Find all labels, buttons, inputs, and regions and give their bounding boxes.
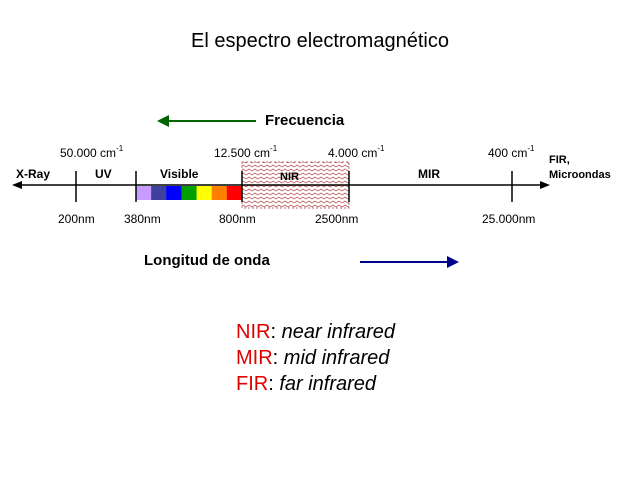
frequency-label: Frecuencia — [265, 112, 345, 129]
visible-color-segment — [151, 186, 167, 200]
legend-fir: FIR: far infrared — [236, 373, 377, 395]
wavelength-2500nm: 2500nm — [315, 212, 359, 226]
frequency-arrow-head — [157, 115, 169, 127]
wavenumber-400: 400 cm-1 — [488, 144, 535, 160]
axis-arrow-right — [540, 181, 550, 189]
page-title: El espectro electromagnético — [191, 30, 449, 52]
wavenumber-4000: 4.000 cm-1 — [328, 144, 385, 160]
region-label-visible: Visible — [160, 167, 199, 181]
visible-color-segment — [181, 186, 198, 200]
wavelength-800nm: 800nm — [219, 212, 256, 226]
visible-color-segment — [196, 186, 213, 200]
legend-nir: NIR: near infrared — [236, 321, 395, 343]
visible-color-segment — [226, 186, 243, 200]
wavenumber-50000: 50.000 cm-1 — [60, 144, 124, 160]
wavelength-arrow-head — [447, 256, 459, 268]
region-label-mir: MIR — [418, 167, 440, 181]
legend-mir: MIR: mid infrared — [236, 347, 390, 369]
wavelength-380nm: 380nm — [124, 212, 161, 226]
region-label-xray: X-Ray — [16, 167, 51, 181]
wavelength-200nm: 200nm — [58, 212, 95, 226]
region-label-fir: FIR, — [549, 154, 570, 166]
visible-color-segment — [211, 186, 228, 200]
visible-color-segment — [136, 186, 152, 200]
region-label-uv: UV — [95, 167, 112, 181]
region-label-nir: NIR — [280, 171, 299, 183]
axis-arrow-left — [12, 181, 22, 189]
wavenumber-12500: 12.500 cm-1 — [214, 144, 278, 160]
region-label-microondas: Microondas — [549, 169, 611, 181]
visible-color-bar — [136, 186, 243, 200]
visible-color-segment — [166, 186, 182, 200]
wavelength-label: Longitud de onda — [144, 252, 270, 269]
wavelength-25000nm: 25.000nm — [482, 212, 536, 226]
